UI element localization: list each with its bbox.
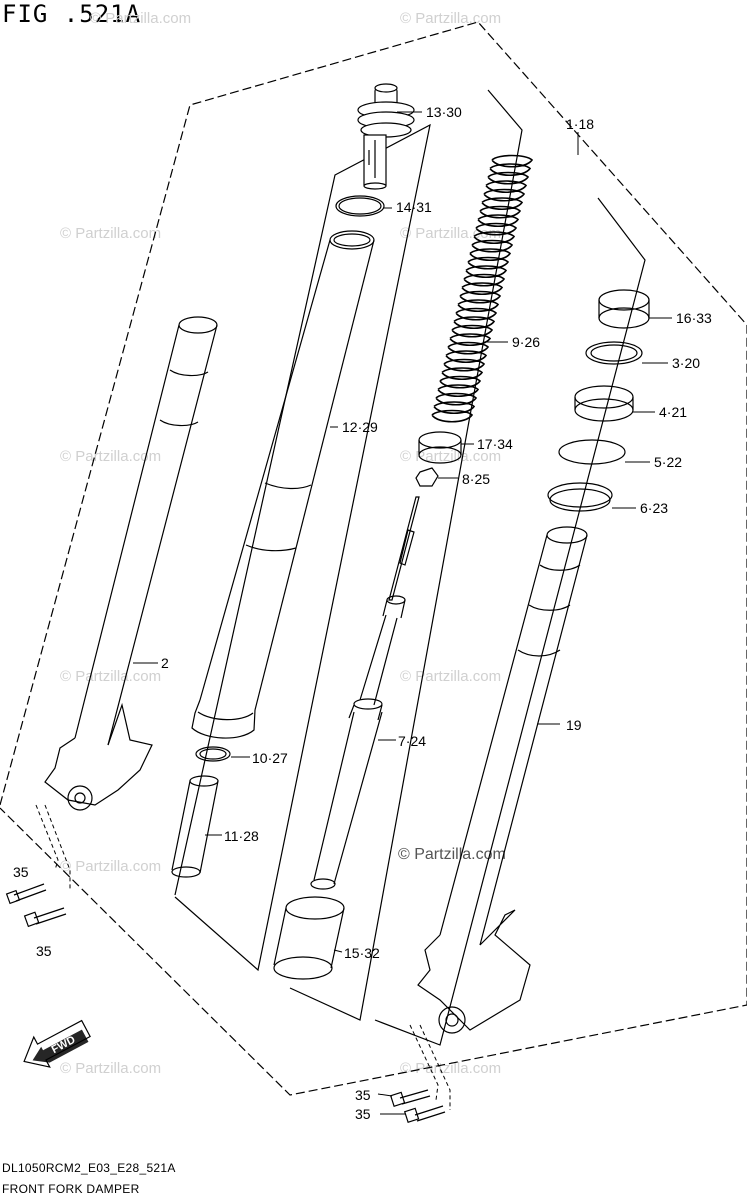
damper-rod-part	[310, 496, 420, 890]
callout-16: 16·33	[676, 310, 712, 326]
assembly-outline-main	[0, 21, 747, 1096]
callout-10: 10·27	[252, 750, 288, 766]
left-inner-tube-part	[44, 316, 218, 811]
assembly-outline-center	[289, 89, 523, 1021]
watermark: © Partzilla.com	[60, 668, 162, 685]
callout-4: 4·21	[659, 404, 687, 420]
stopper-ring-part	[585, 341, 643, 365]
figure-code: DL1050RCM2_E03_E28_521A	[2, 1161, 176, 1175]
callout-35d: 35	[355, 1106, 371, 1122]
lock-nut-part	[415, 467, 439, 487]
cap-bolt-part	[357, 83, 415, 190]
slide-bushing-part	[195, 746, 231, 762]
callout-11: 11·28	[224, 828, 259, 844]
fwd-arrow-icon: FWD	[23, 1019, 91, 1068]
watermark: © Partzilla.com	[60, 448, 162, 465]
figure-title: FIG .521A	[2, 0, 142, 28]
callout-35b: 35	[36, 943, 52, 959]
assembly-outline-right	[374, 197, 646, 1046]
callout-35c: 35	[355, 1087, 371, 1103]
o-ring-part	[335, 195, 385, 217]
callout-1: 1·18	[566, 116, 594, 132]
watermark: © Partzilla.com	[400, 668, 502, 685]
watermark: © Partzilla.com	[60, 1060, 162, 1077]
callout-6: 6·23	[640, 500, 668, 516]
callout-14: 14·31	[396, 199, 432, 215]
leader-lines	[133, 111, 672, 1115]
washer-part	[547, 482, 613, 512]
watermark: © Partzilla.com	[60, 225, 162, 242]
bolt-part	[5, 883, 446, 1124]
fork-spring-part	[431, 154, 534, 423]
spring-coils	[431, 154, 534, 423]
callout-5: 5·22	[654, 454, 682, 470]
watermark: © Partzilla.com	[60, 858, 162, 875]
watermark: © Partzilla.com	[400, 1060, 502, 1077]
bolt-guide-lines	[35, 804, 451, 1110]
assembly-outline-left	[174, 123, 431, 972]
figure-caption: FRONT FORK DAMPER	[2, 1182, 140, 1196]
watermark-center: © Partzilla.com	[398, 846, 506, 863]
callout-19: 19	[566, 717, 582, 733]
callout-2: 2	[161, 655, 169, 671]
spring-guide-part	[418, 431, 462, 464]
callout-35a: 35	[13, 864, 29, 880]
inner-tube-part	[417, 526, 588, 1034]
callout-8: 8·25	[462, 471, 490, 487]
callout-13: 13·30	[426, 104, 462, 120]
oil-lock-piece-part	[273, 896, 345, 980]
callout-12: 12·29	[342, 419, 378, 435]
callout-3: 3·20	[672, 355, 700, 371]
outer-tube-part	[191, 230, 375, 739]
dust-seal-part	[598, 289, 650, 329]
callout-9: 9·26	[512, 334, 540, 350]
callout-15: 15·32	[344, 945, 380, 961]
callout-17: 17·34	[477, 436, 513, 452]
oil-seal-part	[574, 385, 634, 422]
guide-bushing-part	[171, 775, 219, 878]
oil-seal-retainer-part	[558, 439, 626, 465]
watermark: © Partzilla.com	[90, 10, 192, 27]
callout-7: 7·24	[398, 733, 426, 749]
